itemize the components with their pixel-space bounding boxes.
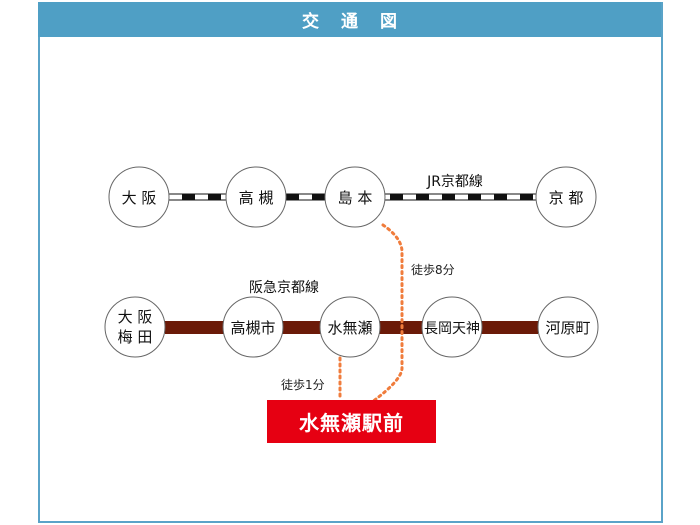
hankyu-line-label: 阪急京都線 xyxy=(249,280,319,296)
station-shimamoto[interactable]: 島 本 xyxy=(324,166,386,228)
station-label-line2: 梅 田 xyxy=(118,328,153,346)
walk-time-shimamoto: 徒歩8分 xyxy=(411,262,455,277)
station-minase[interactable]: 水無瀬 xyxy=(319,296,381,358)
station-nagaoka-tenjin[interactable]: 長岡天神 xyxy=(421,296,483,358)
station-osaka-umeda[interactable]: 大 阪 梅 田 xyxy=(104,296,166,358)
station-label-line1: 大 阪 xyxy=(118,308,153,326)
station-label: 高 槻 xyxy=(239,189,274,207)
station-kawaramachi[interactable]: 河原町 xyxy=(537,296,599,358)
station-label: 島 本 xyxy=(338,189,373,207)
station-label: 河原町 xyxy=(545,319,590,337)
station-takatsukishi[interactable]: 高槻市 xyxy=(222,296,284,358)
station-osaka[interactable]: 大 阪 xyxy=(108,166,170,228)
walk-time-minase: 徒歩1分 xyxy=(281,377,325,392)
station-takatsuki[interactable]: 高 槻 xyxy=(225,166,287,228)
station-label: 水無瀬 xyxy=(327,319,372,337)
station-label: 大 阪 xyxy=(122,189,157,207)
station-label: 京 都 xyxy=(549,189,584,207)
station-label: 高槻市 xyxy=(230,319,275,337)
station-label: 長岡天神 xyxy=(424,321,480,337)
destination-label: 水無瀬駅前 xyxy=(267,400,436,443)
station-kyoto[interactable]: 京 都 xyxy=(535,166,597,228)
jr-line-label: JR京都線 xyxy=(426,174,483,190)
walk-path-shimamoto xyxy=(370,223,404,404)
page-title: 交通図 xyxy=(38,2,661,37)
